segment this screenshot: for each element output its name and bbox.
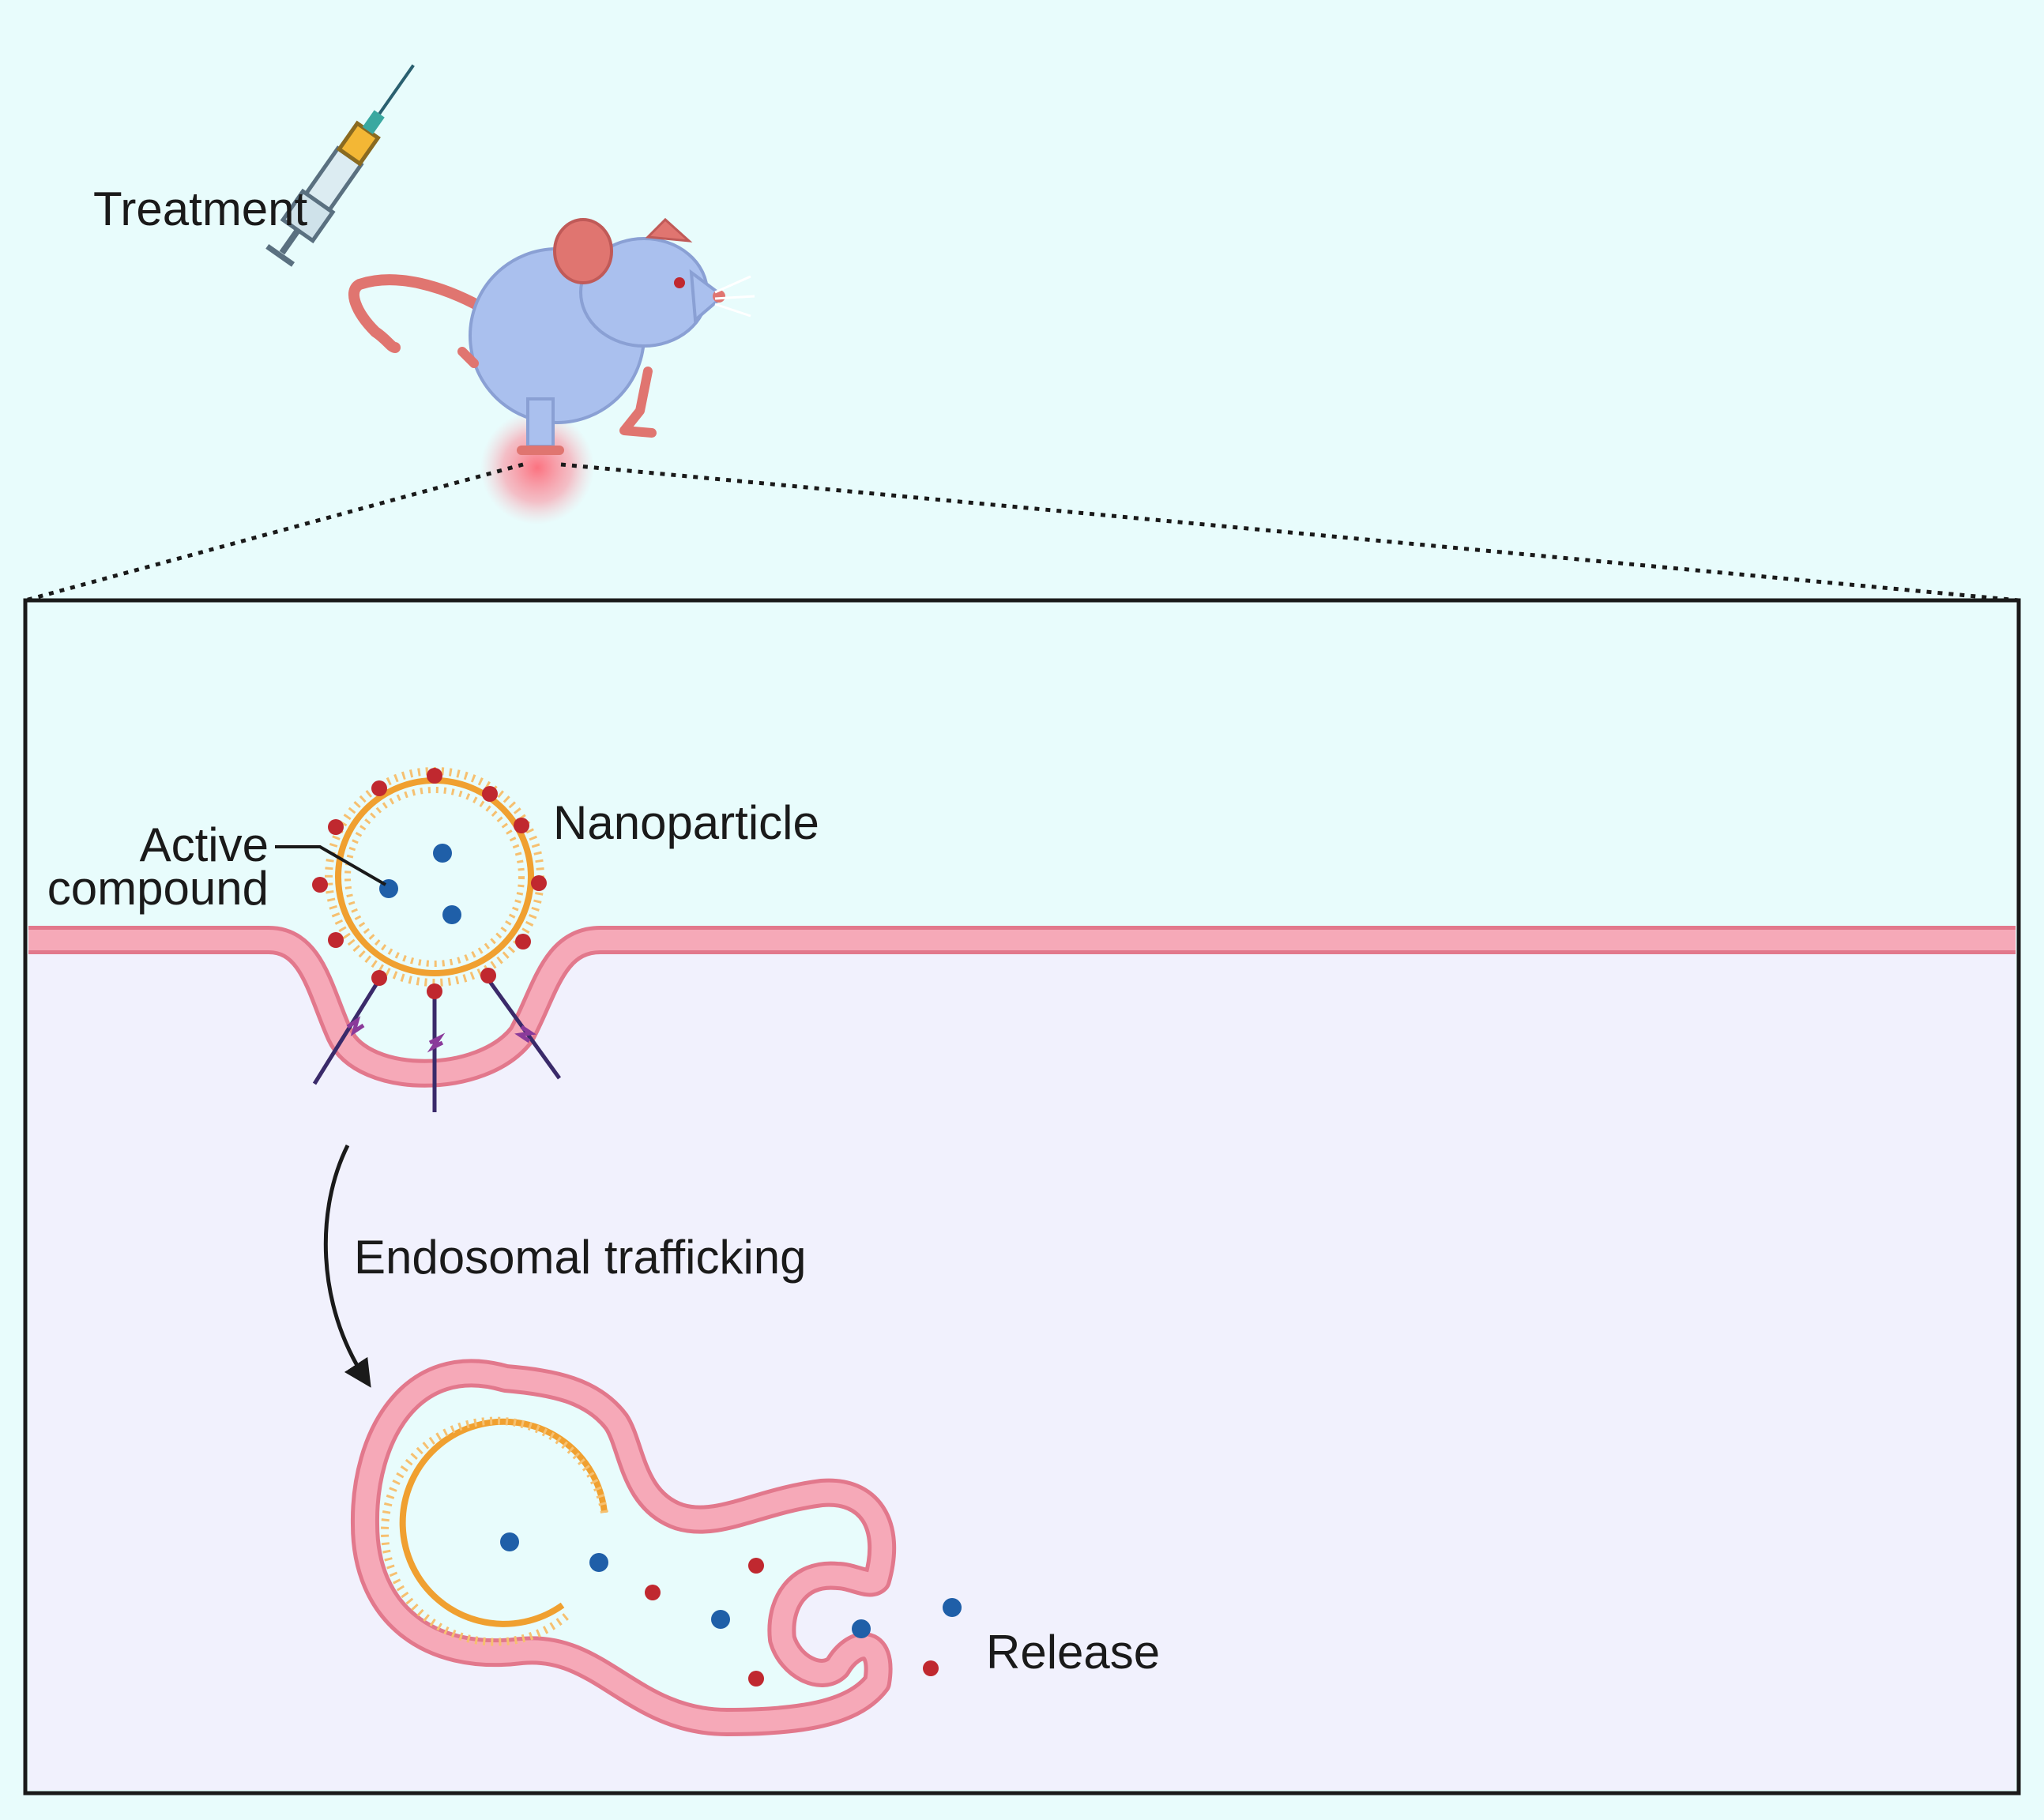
endosome-icon xyxy=(350,1359,962,1736)
mouse-icon xyxy=(348,217,755,455)
active-compound-pointer xyxy=(275,845,387,886)
trafficking-arrow xyxy=(323,1144,371,1388)
syringe-icon xyxy=(265,64,415,267)
tumor-glow-icon xyxy=(480,411,594,525)
zoom-line-right xyxy=(560,462,2020,603)
active-compound-label-line2: compound xyxy=(47,862,269,915)
treatment-label: Treatment xyxy=(93,182,308,235)
zoom-panel xyxy=(23,598,2021,1796)
mouse-ear-back xyxy=(645,217,693,243)
nanoparticle-label: Nanoparticle xyxy=(553,796,819,849)
mouse-tail xyxy=(348,274,495,353)
release-label: Release xyxy=(986,1626,1160,1679)
receptor-icon xyxy=(312,978,562,1112)
mouse-leg-front xyxy=(619,367,657,438)
zoom-line-left xyxy=(24,462,524,603)
nanoparticle-icon xyxy=(312,767,547,999)
mouse-eye xyxy=(674,277,685,288)
active-compound-label-line1: Active xyxy=(140,818,269,871)
mouse-ear-icon xyxy=(553,218,613,284)
mouse-leg-back xyxy=(526,397,555,448)
mouse-snout xyxy=(689,269,726,324)
trafficking-label: Endosomal trafficking xyxy=(354,1231,807,1284)
